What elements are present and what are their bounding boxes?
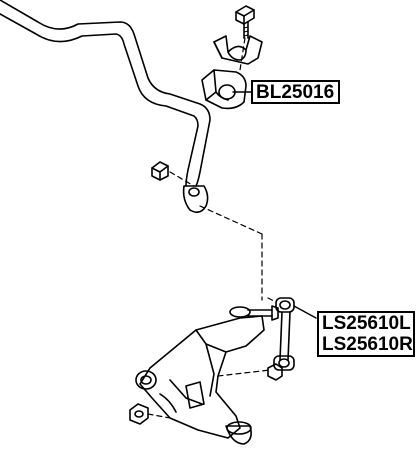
part-number-link-left: LS25610L — [322, 313, 411, 334]
stabilizer-bar — [0, 0, 211, 214]
nut — [151, 161, 169, 181]
arm-bolt — [229, 305, 279, 321]
part-number-label-stabilizer-link: LS25610L LS25610R — [317, 311, 415, 357]
part-number-link-right: LS25610R — [322, 334, 413, 355]
bolt — [235, 5, 255, 39]
arm-nut — [129, 403, 149, 425]
stabilizer-bushing — [201, 69, 247, 110]
bushing-bracket — [213, 35, 263, 65]
link-nut — [267, 363, 283, 381]
stabilizer-link — [273, 297, 317, 371]
assembly-dashed-lines — [147, 37, 277, 419]
lower-control-arm — [135, 315, 265, 445]
part-number-label-bushing: BL25016 — [251, 80, 340, 104]
part-number-bushing: BL25016 — [256, 82, 335, 103]
